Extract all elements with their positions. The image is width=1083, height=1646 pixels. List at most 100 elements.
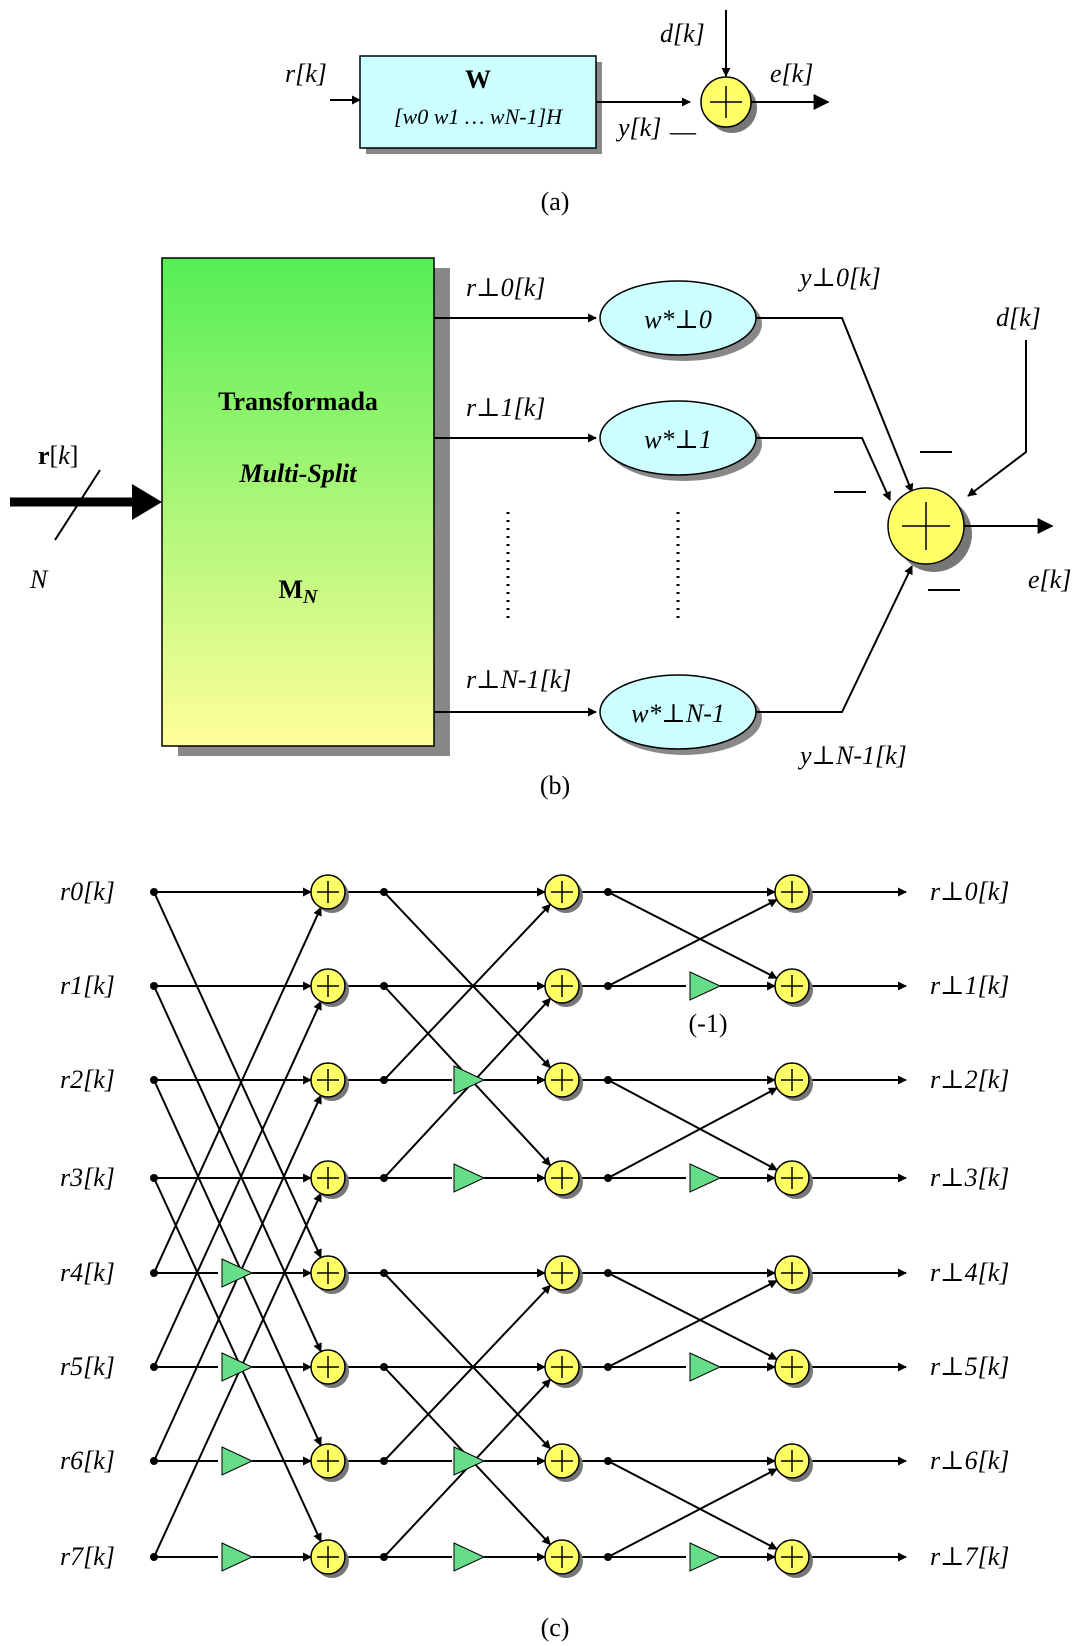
- butterfly-wires: [153, 887, 907, 1562]
- output-label-7: r⊥7[k]: [930, 1542, 1009, 1571]
- junction-dot: [604, 888, 612, 896]
- weight-1-label: w*⊥1: [644, 425, 712, 454]
- gain-triangle: [453, 1446, 486, 1476]
- wire: [607, 891, 778, 980]
- input-bus-arrowhead: [132, 484, 162, 520]
- gain-triangle: [221, 1446, 254, 1476]
- filter-block-formula: [w0 w1 … wN-1]H: [394, 104, 563, 129]
- junction-dot: [150, 1269, 158, 1277]
- wire: [153, 1079, 322, 1447]
- wire: [607, 1272, 778, 1361]
- junction-dot: [604, 1553, 612, 1561]
- junction-dot: [604, 1457, 612, 1465]
- input-label-2: r2[k]: [60, 1065, 115, 1094]
- output-label-3: r⊥3[k]: [930, 1163, 1009, 1192]
- wire: [153, 985, 322, 1353]
- wire: [607, 1079, 778, 1171]
- gain-triangle: [689, 1542, 722, 1572]
- transform-subtitle: Multi-Split: [238, 459, 357, 488]
- input-vector-label: r[k]: [38, 441, 78, 470]
- branch-n-out: [756, 565, 913, 713]
- junction-dot: [150, 1457, 158, 1465]
- output-0-label: y⊥0[k]: [797, 263, 881, 292]
- gain-label: (-1): [689, 1009, 728, 1038]
- output-label-2: r⊥2[k]: [930, 1065, 1009, 1094]
- butterfly-labels: r0[k]r1[k]r2[k]r3[k]r4[k]r5[k]r6[k]r7[k]…: [60, 877, 1009, 1571]
- panel-a: r[k] W [w0 w1 … wN-1]H y[k] — d[k] e[k] …: [285, 10, 830, 216]
- weight-0-label: w*⊥0: [644, 305, 712, 334]
- input-label-4: r4[k]: [60, 1258, 115, 1287]
- error-label: e[k]: [770, 59, 813, 88]
- branch-0-signal: r⊥0[k]: [466, 273, 545, 302]
- wire: [607, 1460, 778, 1551]
- wire: [383, 1284, 552, 1462]
- wire: [607, 898, 778, 987]
- junction-dot: [150, 1076, 158, 1084]
- branch-1-out: [756, 437, 891, 501]
- output-label: y[k]: [615, 113, 661, 142]
- gain-triangle: [689, 1163, 722, 1193]
- junction-dot: [380, 1553, 388, 1561]
- wire: [607, 1467, 778, 1558]
- junction-dot: [380, 1269, 388, 1277]
- input-label-6: r6[k]: [60, 1446, 115, 1475]
- desired-b-wire: [967, 340, 1027, 497]
- panel-c: r0[k]r1[k]r2[k]r3[k]r4[k]r5[k]r6[k]r7[k]…: [60, 874, 1009, 1642]
- transform-block: [161, 257, 435, 747]
- output-label-0: r⊥0[k]: [930, 877, 1009, 906]
- input-label-0: r0[k]: [60, 877, 115, 906]
- butterfly-nodes: [150, 874, 813, 1578]
- gain-triangle: [221, 1542, 254, 1572]
- junction-dot: [380, 1363, 388, 1371]
- junction-dot: [380, 1174, 388, 1182]
- minus-sign: —: [669, 117, 697, 146]
- junction-dot: [604, 1269, 612, 1277]
- filter-block: [359, 55, 597, 149]
- junction-dot: [604, 1174, 612, 1182]
- wire: [607, 1087, 778, 1179]
- branch-0-out: [756, 317, 914, 493]
- input-label-1: r1[k]: [60, 971, 115, 1000]
- gain-triangle: [221, 1352, 254, 1382]
- wire: [153, 906, 322, 1274]
- input-label-7: r7[k]: [60, 1542, 115, 1571]
- junction-dot: [604, 1363, 612, 1371]
- input-label: r[k]: [285, 59, 327, 88]
- caption-a: (a): [541, 187, 570, 216]
- transform-title: Transformada: [218, 387, 378, 416]
- desired-b-label: d[k]: [996, 303, 1041, 332]
- wire: [153, 1000, 322, 1368]
- gain-triangle: [689, 971, 722, 1001]
- junction-dot: [150, 982, 158, 990]
- junction-dot: [380, 888, 388, 896]
- wire: [153, 891, 322, 1259]
- wire: [153, 1192, 322, 1558]
- branch-n-signal: r⊥N-1[k]: [466, 665, 571, 694]
- output-label-4: r⊥4[k]: [930, 1258, 1009, 1287]
- junction-dot: [380, 982, 388, 990]
- wire: [383, 891, 552, 1069]
- wire: [607, 1279, 778, 1368]
- input-label-3: r3[k]: [60, 1163, 115, 1192]
- branch-1-signal: r⊥1[k]: [466, 393, 545, 422]
- junction-dot: [380, 1076, 388, 1084]
- junction-dot: [604, 1076, 612, 1084]
- output-n-label: y⊥N-1[k]: [797, 741, 907, 770]
- junction-dot: [150, 888, 158, 896]
- bus-slash: [54, 469, 101, 541]
- junction-dot: [380, 1457, 388, 1465]
- gain-triangle: [453, 1542, 486, 1572]
- gain-triangle: [221, 1258, 254, 1288]
- caption-b: (b): [540, 771, 570, 800]
- junction-dot: [150, 1553, 158, 1561]
- wire: [383, 1272, 552, 1450]
- output-label-5: r⊥5[k]: [930, 1352, 1009, 1381]
- panel-b: r[k] N Transformada Multi-Split MN r⊥0[k…: [10, 257, 1071, 800]
- junction-dot: [150, 1174, 158, 1182]
- junction-dot: [604, 982, 612, 990]
- error-b-label: e[k]: [1028, 565, 1071, 594]
- gain-triangle: [453, 1163, 486, 1193]
- desired-label: d[k]: [660, 19, 705, 48]
- wire: [383, 903, 552, 1081]
